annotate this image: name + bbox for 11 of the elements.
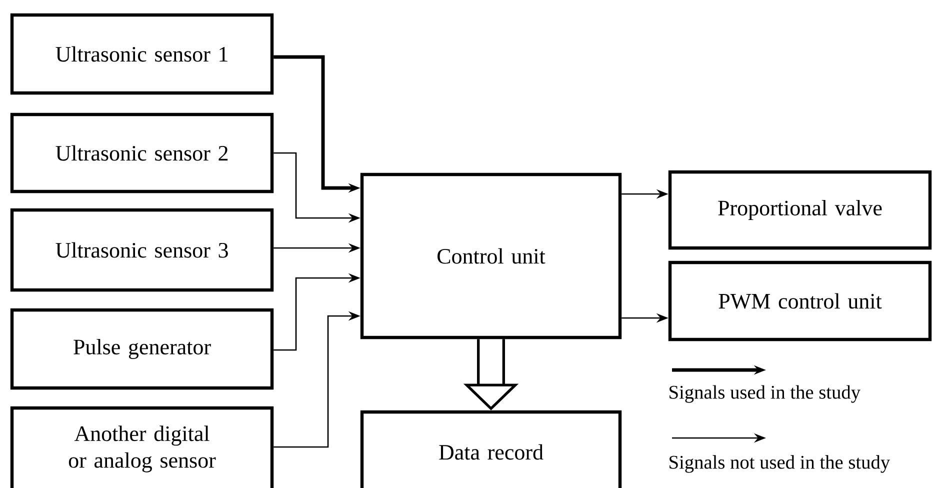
block-box: Pulse generator <box>10 308 274 390</box>
block-box: Proportional valve <box>668 170 932 250</box>
block-box: Ultrasonic sensor 3 <box>10 208 274 292</box>
block-box: Data record <box>360 410 622 488</box>
block-box: Ultrasonic sensor 2 <box>10 112 274 194</box>
block-box: PWM control unit <box>668 260 932 342</box>
legend-text: Signals not used in the study <box>670 455 890 473</box>
block-box: Control unit <box>360 172 622 340</box>
block-box: Ultrasonic sensor 1 <box>10 13 274 95</box>
block-box: Another digital or analog sensor <box>10 406 274 488</box>
legend-text: Signals used in the study <box>670 385 860 403</box>
